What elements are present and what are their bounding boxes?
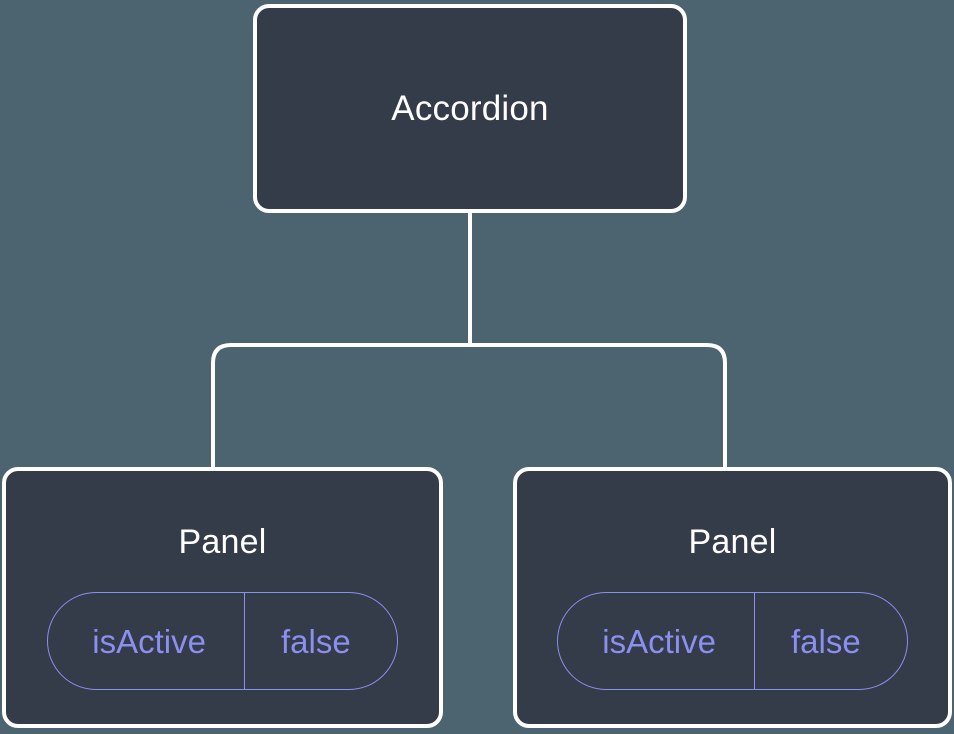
node-panel-1[interactable]: Panel isActive false	[2, 467, 443, 728]
state-badge-key: isActive	[92, 622, 206, 660]
connector-branch-bus	[211, 343, 727, 470]
node-accordion-label: Accordion	[391, 89, 549, 128]
node-panel-2-label: Panel	[688, 523, 777, 561]
state-badge-key: isActive	[602, 622, 716, 660]
node-accordion[interactable]: Accordion	[253, 4, 687, 213]
node-panel-1-label: Panel	[178, 523, 267, 561]
state-badge-value: false	[753, 593, 907, 689]
state-badge-value: false	[243, 593, 397, 689]
state-badge-panel-2[interactable]: isActive false	[557, 592, 908, 690]
state-badge-panel-1[interactable]: isActive false	[47, 592, 398, 690]
node-panel-2[interactable]: Panel isActive false	[513, 467, 952, 728]
